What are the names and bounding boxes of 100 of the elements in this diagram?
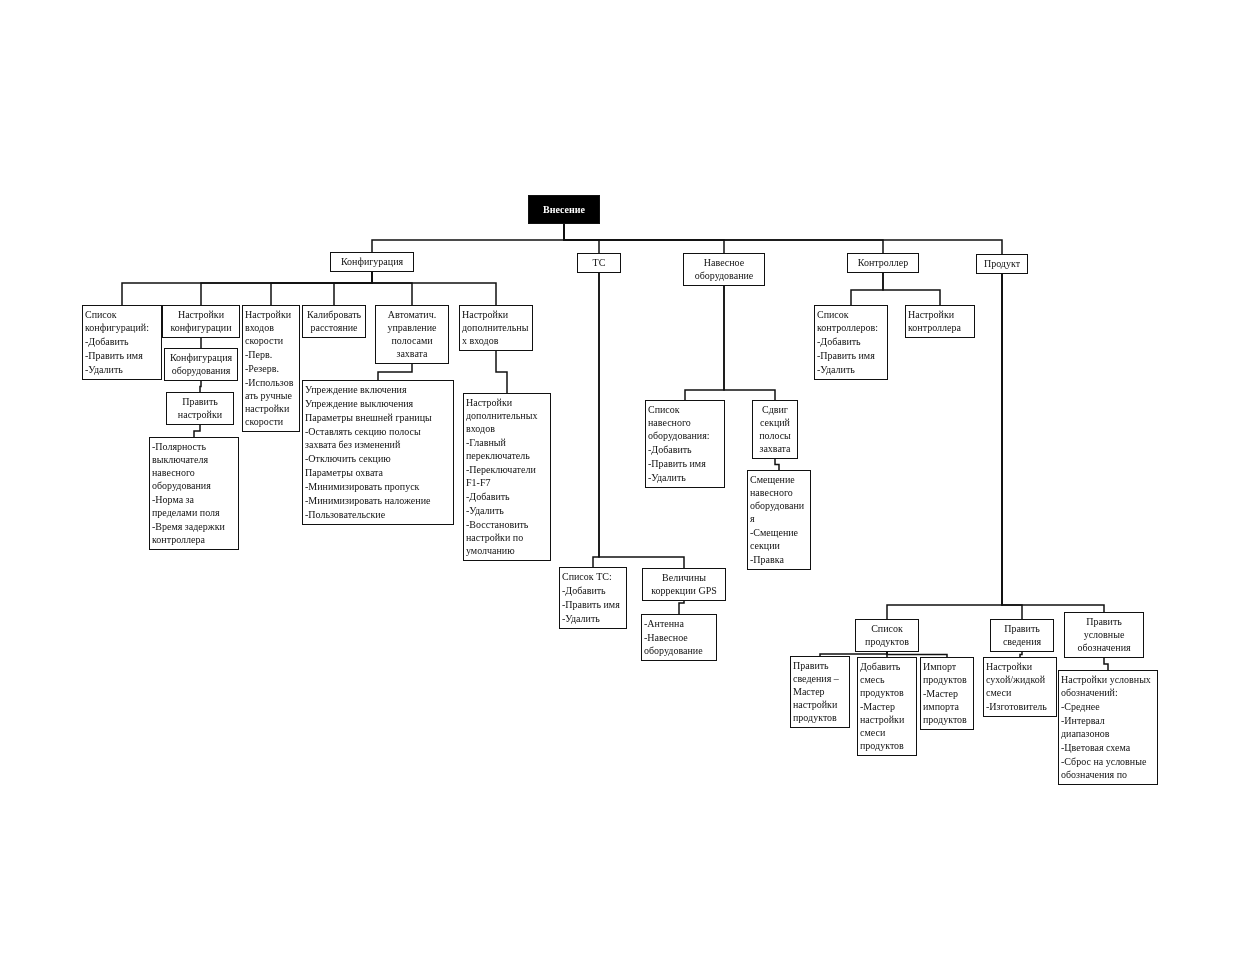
box-text: Список конфигураций:	[85, 308, 150, 334]
box-text: Величины коррекции GPS	[650, 571, 718, 597]
box-text: Упреждение включения	[305, 383, 408, 396]
box-text: -Использовать ручные настройки скорости	[245, 376, 295, 428]
box-text: -Антенна	[644, 617, 685, 630]
box-text: -Восстановить настройки по умолчанию	[466, 518, 530, 557]
box-text: Параметры охвата	[305, 466, 385, 479]
box-text: -Удалить	[817, 363, 856, 376]
menu-box	[990, 619, 1054, 652]
menu-box	[814, 305, 888, 380]
menu-box	[1058, 670, 1158, 785]
connector-line	[193, 424, 201, 438]
connector-line	[678, 600, 685, 615]
menu-box	[847, 253, 919, 273]
connector-line	[1103, 657, 1109, 671]
box-text: -Удалить	[85, 363, 124, 376]
menu-box	[747, 470, 811, 570]
connector-line	[1019, 651, 1023, 658]
connector-line	[495, 350, 508, 394]
box-text: -Удалить	[648, 471, 687, 484]
connector-line	[819, 651, 888, 657]
menu-box	[577, 253, 621, 273]
box-text: -Пользовательские	[305, 508, 387, 521]
box-text: -Оставлять секцию полосы захвата без изменений	[305, 425, 422, 451]
box-text: Сдвиг секций полосы захвата	[758, 403, 792, 455]
menu-box	[920, 657, 974, 730]
menu-box	[641, 614, 717, 661]
box-text: -Минимизировать наложение	[305, 494, 432, 507]
menu-box	[752, 400, 798, 459]
box-text: Продукт	[982, 257, 1022, 270]
box-text: -Среднее	[1061, 700, 1101, 713]
box-text: -Править имя	[562, 598, 621, 611]
box-text: Внесение	[542, 203, 586, 216]
box-text: Список продуктов	[864, 622, 910, 648]
box-text: ТС	[591, 256, 607, 269]
menu-box	[645, 400, 725, 488]
box-text: Настройки сухой/жидкой смеси	[986, 660, 1047, 699]
box-text: Настройки дополнительных входов	[462, 308, 530, 347]
box-text: Настройки конфигурации	[169, 308, 233, 334]
menu-box	[642, 568, 726, 601]
box-text: -Править имя	[85, 349, 144, 362]
connector-line	[199, 380, 202, 393]
box-text: -Мастер настройки смеси продуктов	[860, 700, 906, 752]
box-text: Конфигурация	[339, 255, 405, 268]
box-text: Смещение навесного оборудования	[750, 473, 806, 525]
box-text: -Время задержки контроллера	[152, 520, 226, 546]
box-text: -Правка	[750, 553, 785, 566]
menu-box	[855, 619, 919, 652]
box-text: Править настройки	[176, 395, 224, 421]
box-text: -Удалить	[562, 612, 601, 625]
menu-box	[375, 305, 449, 364]
box-text: Настройки условных обозначений:	[1061, 673, 1152, 699]
box-text: -Мастер импорта продуктов	[923, 687, 968, 726]
menu-box	[82, 305, 162, 380]
box-text: -Минимизировать пропуск	[305, 480, 421, 493]
box-text: -Отключить секцию	[305, 452, 392, 465]
box-text: -Интервал диапазонов	[1061, 714, 1111, 740]
box-text: Список ТС:	[562, 570, 613, 583]
box-text: -Навесное оборудование	[644, 631, 704, 657]
box-text: -Изготовитель	[986, 700, 1048, 713]
box-text: -Сброс на условные обозначения по	[1061, 755, 1148, 781]
connector-line	[774, 458, 780, 471]
box-text: -Перв.	[245, 348, 274, 361]
menu-box	[857, 657, 917, 756]
box-text: Конфигурация оборудования	[168, 351, 234, 377]
box-text: -Править имя	[817, 349, 876, 362]
box-text: -Главный переключатель	[466, 436, 531, 462]
menu-box	[790, 656, 850, 728]
box-text: -Цветовая схема	[1061, 741, 1132, 754]
box-text: -Добавить	[648, 443, 693, 456]
root-box	[528, 195, 600, 224]
menu-box	[166, 392, 234, 425]
menu-box	[1064, 612, 1144, 658]
box-text: -Резерв.	[245, 362, 280, 375]
menu-box	[162, 305, 240, 338]
menu-box	[330, 252, 414, 272]
menu-box	[559, 567, 627, 629]
box-text: -Добавить	[85, 335, 130, 348]
menu-box	[683, 253, 765, 286]
box-text: Добавить смесь продуктов	[860, 660, 905, 699]
connector-line	[886, 651, 948, 658]
box-text: Настройки дополнительных входов	[466, 396, 539, 435]
connector-line	[598, 272, 685, 569]
menu-box	[463, 393, 551, 561]
box-text: -Править имя	[648, 457, 707, 470]
box-text: Настройки контроллера	[908, 308, 962, 334]
menu-box	[149, 437, 239, 550]
box-text: Калибровать расстояние	[305, 308, 363, 334]
box-text: -Добавить	[817, 335, 862, 348]
box-text: Править условные обозначения	[1076, 615, 1132, 654]
connector-line	[1001, 273, 1105, 613]
menu-box	[242, 305, 300, 432]
box-text: -Полярность выключателя навесного оборудования	[152, 440, 212, 492]
menu-box	[976, 254, 1028, 274]
box-text: Править сведения	[1001, 622, 1043, 648]
box-text: -Добавить	[466, 490, 511, 503]
box-text: Упреждение выключения	[305, 397, 415, 410]
box-text: -Удалить	[466, 504, 505, 517]
box-text: -Добавить	[562, 584, 607, 597]
box-text: Список навесного оборудования:	[648, 403, 711, 442]
